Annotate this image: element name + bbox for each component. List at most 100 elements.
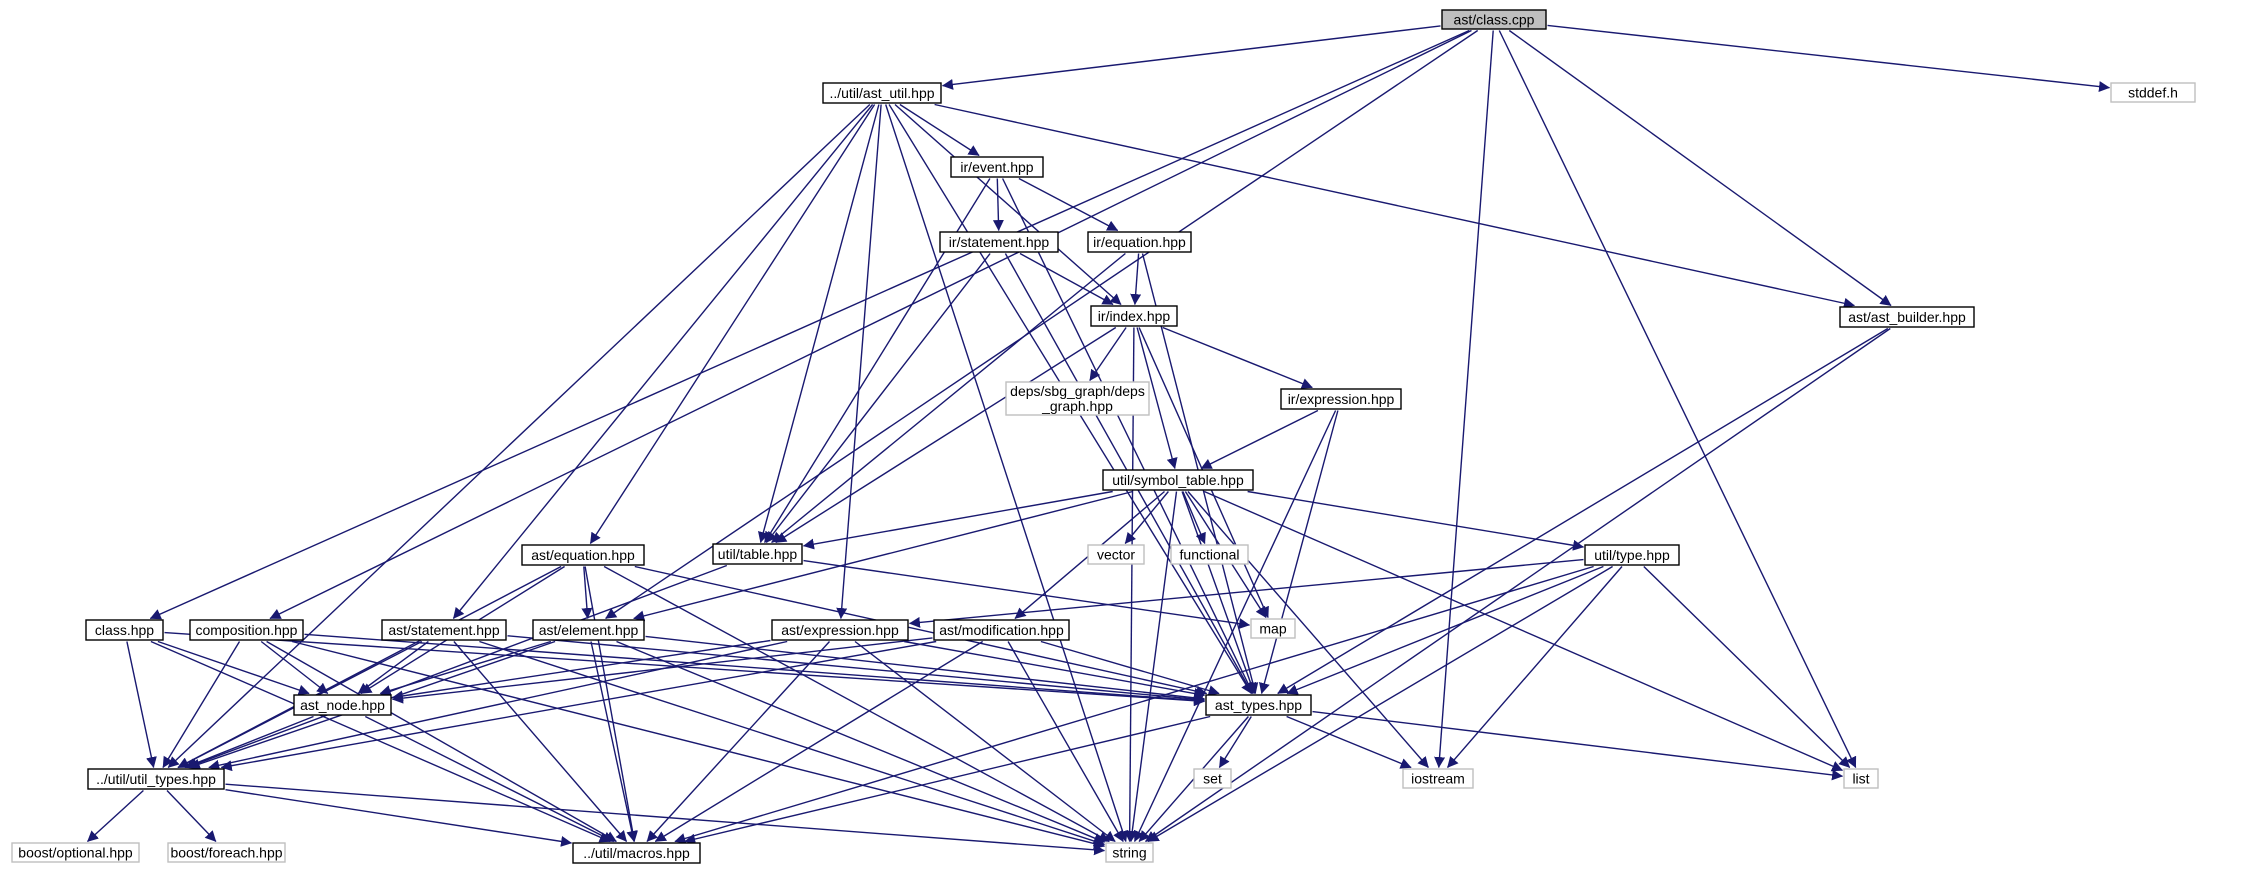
node-box — [1102, 469, 1254, 491]
node-box — [1280, 388, 1402, 410]
node-label: vector — [1097, 547, 1135, 563]
node-n19[interactable]: ast/statement.hpp — [381, 619, 507, 641]
node-box — [1087, 544, 1145, 565]
edge-n19-n31 — [453, 641, 628, 842]
edge-n22-n32 — [1007, 641, 1124, 842]
edge-n9-n32 — [1133, 410, 1337, 842]
edge-n10-n32 — [1126, 491, 1178, 843]
node-box — [822, 82, 942, 104]
edge-n14-n24 — [1286, 565, 1604, 695]
node-label: ir/statement.hpp — [949, 234, 1050, 250]
node-box — [950, 156, 1044, 178]
edge-n21-n23 — [391, 639, 771, 702]
node-label: ast/modification.hpp — [939, 622, 1064, 638]
node-n0[interactable]: ast/class.cpp — [1441, 9, 1547, 30]
edges-layer — [87, 24, 2111, 856]
edge-n21-n31 — [646, 641, 831, 842]
edge-n20-n24 — [645, 635, 1206, 704]
node-n20[interactable]: ast/element.hpp — [532, 619, 645, 641]
edge-n17-n25 — [126, 641, 157, 769]
edge-n15-n20 — [581, 566, 593, 620]
node-label: ast_node.hpp — [300, 697, 385, 713]
edge-n1-n3 — [899, 103, 980, 157]
edge-n18-n23 — [260, 640, 329, 695]
edge-n10-n20 — [633, 490, 1133, 622]
node-box — [933, 619, 1070, 641]
node-box — [1005, 381, 1150, 416]
node-label: ast/ast_builder.hpp — [1848, 309, 1966, 325]
edge-n19-n24 — [507, 635, 1206, 705]
node-n7[interactable]: ir/index.hpp — [1090, 305, 1178, 327]
edge-n19-n32 — [479, 640, 1106, 847]
node-n4[interactable]: ir/statement.hpp — [939, 231, 1059, 253]
edge-n17-n24 — [164, 631, 1206, 707]
node-box — [11, 842, 140, 863]
edge-n10-n24 — [1181, 491, 1257, 695]
edge-n25-n31 — [225, 789, 573, 847]
node-label: ast/equation.hpp — [531, 547, 635, 563]
node-n3[interactable]: ir/event.hpp — [950, 156, 1044, 178]
node-label: composition.hpp — [196, 622, 298, 638]
node-label: ir/equation.hpp — [1093, 234, 1186, 250]
node-label: util/symbol_table.hpp — [1112, 472, 1244, 488]
node-n25[interactable]: ../util/util_types.hpp — [87, 768, 225, 790]
node-box — [1087, 231, 1192, 253]
edge-n23-n25 — [184, 715, 314, 769]
edge-n1-n15 — [589, 104, 876, 544]
node-n6[interactable]: ast/ast_builder.hpp — [1839, 306, 1975, 328]
node-n2: stddef.h — [2110, 82, 2196, 103]
edge-n1-n7 — [894, 103, 1122, 306]
node-n21[interactable]: ast/expression.hpp — [771, 619, 909, 641]
edge-n23-n31 — [364, 715, 615, 843]
edge-n20-n23 — [379, 640, 552, 696]
edge-n25-n30 — [166, 790, 217, 842]
edge-n6-n32 — [1145, 327, 1891, 843]
node-n15[interactable]: ast/equation.hpp — [521, 544, 645, 566]
node-n17[interactable]: class.hpp — [85, 619, 164, 641]
edge-n22-n24 — [1040, 640, 1220, 696]
node-n9[interactable]: ir/expression.hpp — [1280, 388, 1402, 410]
node-n13[interactable]: util/table.hpp — [712, 543, 803, 565]
node-n18[interactable]: composition.hpp — [189, 619, 304, 641]
edge-n3-n5 — [1018, 177, 1119, 232]
node-n24[interactable]: ast_types.hpp — [1205, 694, 1312, 716]
node-n1[interactable]: ../util/ast_util.hpp — [822, 82, 942, 104]
edge-n4-n13 — [765, 253, 991, 543]
node-n31[interactable]: ../util/macros.hpp — [572, 842, 701, 864]
node-box — [189, 619, 304, 641]
node-label: ast/statement.hpp — [388, 622, 500, 638]
edge-n1-n25 — [167, 103, 871, 769]
node-label: class.hpp — [95, 622, 154, 638]
edge-n24-n26 — [1218, 716, 1252, 768]
node-n10[interactable]: util/symbol_table.hpp — [1102, 469, 1254, 491]
nodes-layer: ast/class.cpp ../util/ast_util.hpp stddef.… — [11, 9, 2196, 864]
edge-n0-n2 — [1547, 24, 2111, 93]
node-label: iostream — [1411, 771, 1465, 787]
edge-n7-n10 — [1136, 327, 1178, 470]
edge-n21-n24 — [904, 640, 1206, 699]
node-n8: deps/sbg_graph/deps_graph.hpp — [1005, 381, 1150, 416]
node-label: ir/event.hpp — [960, 159, 1033, 175]
node-label: boost/optional.hpp — [18, 845, 133, 861]
node-label: string — [1112, 845, 1146, 861]
node-label: map — [1259, 621, 1286, 637]
edge-n20-n31 — [590, 641, 638, 843]
node-n16: map — [1250, 618, 1296, 639]
node-n23[interactable]: ast_node.hpp — [293, 694, 392, 716]
edge-n14-n21 — [908, 558, 1584, 628]
edge-n10-n28 — [1204, 490, 1844, 772]
node-n5[interactable]: ir/equation.hpp — [1087, 231, 1192, 253]
edge-n13-n25 — [186, 564, 728, 769]
edge-n9-n10 — [1200, 409, 1319, 470]
edge-n22-n23 — [391, 637, 933, 704]
edge-n17-n23 — [157, 640, 310, 696]
node-n14[interactable]: util/type.hpp — [1584, 544, 1680, 566]
node-box — [771, 619, 909, 641]
node-label: ast/expression.hpp — [781, 622, 899, 638]
edge-n0-n18 — [269, 29, 1472, 620]
edge-n10-n12 — [1182, 491, 1206, 545]
node-label: ../util/ast_util.hpp — [829, 85, 934, 101]
edge-n18-n25 — [162, 641, 241, 768]
node-n22[interactable]: ast/modification.hpp — [933, 619, 1070, 641]
node-box — [712, 543, 803, 565]
